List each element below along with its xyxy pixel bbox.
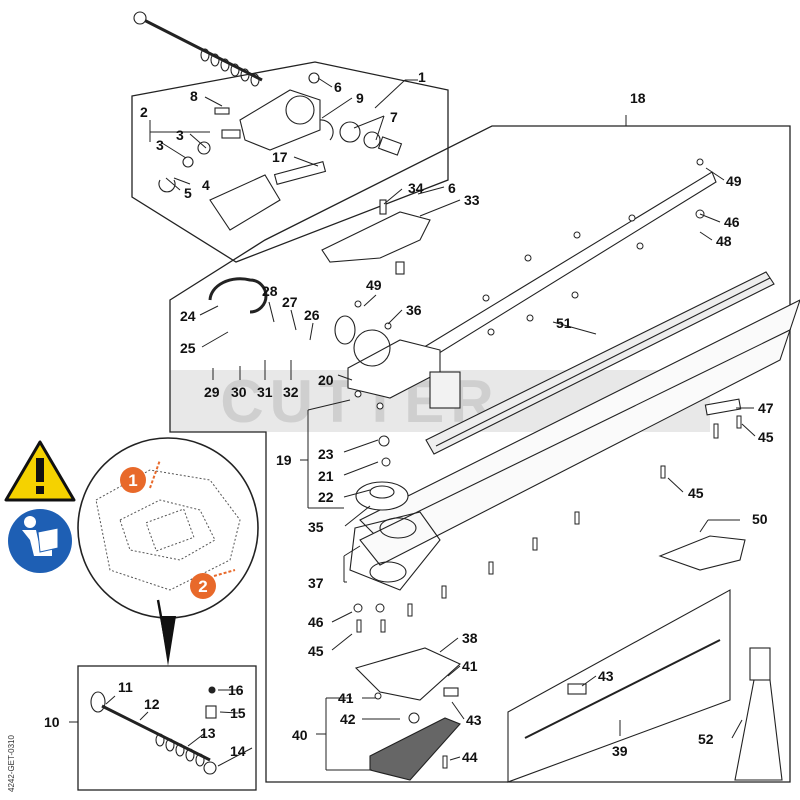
callout-26: 26 <box>304 307 320 323</box>
callout-10: 10 <box>44 714 60 730</box>
inset-marker-1 <box>120 467 146 493</box>
callout-34: 34 <box>408 180 424 196</box>
callout-24: 24 <box>180 308 196 324</box>
callout-19: 19 <box>276 452 292 468</box>
callout-49-top: 49 <box>726 173 742 189</box>
callout-31: 31 <box>257 384 273 400</box>
callout-21: 21 <box>318 468 334 484</box>
cutter-assembly-frame <box>169 125 791 783</box>
callout-38: 38 <box>462 630 478 646</box>
callout-37: 37 <box>308 575 324 591</box>
callout-36: 36 <box>406 302 422 318</box>
inset-marker-2 <box>190 573 216 599</box>
callout-30: 30 <box>231 384 247 400</box>
callout-14: 14 <box>230 743 246 759</box>
fastener-set <box>353 158 742 769</box>
callout-44: 44 <box>462 749 478 765</box>
read-manual-icon <box>8 509 72 573</box>
callout-9: 9 <box>356 90 364 106</box>
callout-1: 1 <box>418 69 426 85</box>
callout-22: 22 <box>318 489 334 505</box>
gearbox-kit-frame <box>77 665 257 791</box>
callout-20: 20 <box>318 372 334 388</box>
callout-11: 11 <box>118 679 133 695</box>
callout-51: 51 <box>556 315 572 331</box>
callout-52: 52 <box>698 731 714 747</box>
callout-7: 7 <box>390 109 398 125</box>
callout-32: 32 <box>283 384 299 400</box>
callout-43-right: 43 <box>598 668 614 684</box>
callout-42: 42 <box>340 711 356 727</box>
callout-12: 12 <box>144 696 160 712</box>
gearbox-parts <box>133 11 403 231</box>
callout-16: 16 <box>228 682 244 698</box>
callout-3-lower: 3 <box>156 137 164 153</box>
leader-lines <box>69 77 756 771</box>
callout-39: 39 <box>612 743 628 759</box>
callout-46-right: 46 <box>724 214 740 230</box>
callouts: 1 2 3 3 4 5 6 6 7 8 9 10 11 12 13 14 15 … <box>44 69 774 765</box>
callout-45-left: 45 <box>308 643 324 659</box>
callout-40: 40 <box>292 727 308 743</box>
callout-35: 35 <box>308 519 324 535</box>
callout-47: 47 <box>758 400 774 416</box>
callout-8: 8 <box>190 88 198 104</box>
callout-41-left: 41 <box>338 690 354 706</box>
gearbox-group-frame <box>131 61 449 263</box>
callout-41-right: 41 <box>462 658 478 674</box>
callout-45-right: 45 <box>758 429 774 445</box>
callout-33: 33 <box>464 192 480 208</box>
callout-4: 4 <box>202 177 210 193</box>
callout-13: 13 <box>200 725 216 741</box>
callout-15: 15 <box>230 705 246 721</box>
callout-49-mid: 49 <box>366 277 382 293</box>
cutter-parts <box>208 171 800 781</box>
detail-inset: 1 2 <box>77 437 259 666</box>
gearbox-kit-parts <box>90 686 217 775</box>
warning-icon <box>4 440 76 502</box>
callout-6-mid: 6 <box>448 180 456 196</box>
callout-50: 50 <box>752 511 768 527</box>
strip-kit-frame <box>507 589 731 783</box>
drawing-code: 4242-GET-0310 <box>7 735 16 792</box>
callout-29: 29 <box>204 384 220 400</box>
callout-45-mid: 45 <box>688 485 704 501</box>
callout-17: 17 <box>272 149 288 165</box>
inset-marker-1-label: 1 <box>128 471 137 490</box>
inset-marker-2-label: 2 <box>198 577 207 596</box>
callout-28: 28 <box>262 283 278 299</box>
callout-48: 48 <box>716 233 732 249</box>
callout-23: 23 <box>318 446 334 462</box>
callout-46-left: 46 <box>308 614 324 630</box>
callout-25: 25 <box>180 340 196 356</box>
callout-27: 27 <box>282 294 298 310</box>
callout-43-left: 43 <box>466 712 482 728</box>
callout-2: 2 <box>140 104 148 120</box>
callout-6-top: 6 <box>334 79 342 95</box>
callout-3-upper: 3 <box>176 127 184 143</box>
callout-18: 18 <box>630 90 646 106</box>
callout-5: 5 <box>184 185 192 201</box>
